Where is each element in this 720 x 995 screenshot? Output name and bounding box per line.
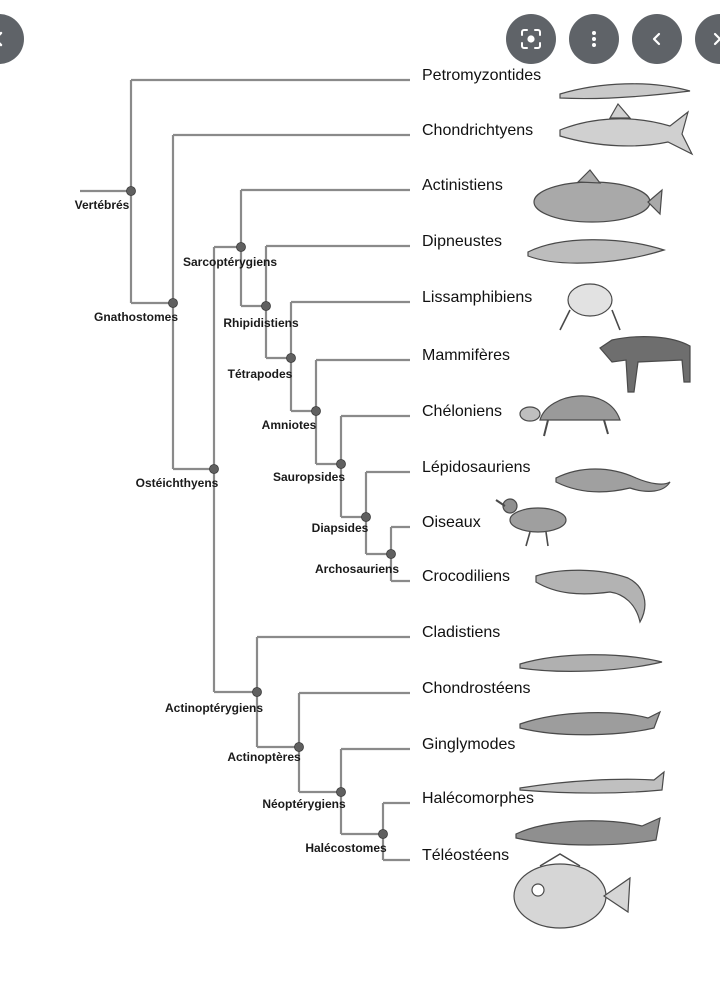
taxon-label: Chéloniens xyxy=(422,403,503,420)
clade-label: Halécostomes xyxy=(305,841,387,855)
clade-node xyxy=(286,353,296,363)
clade-label: Actinoptères xyxy=(227,750,301,764)
tuatara-illustration xyxy=(555,468,671,493)
clade-label: Vertébrés xyxy=(74,198,130,212)
lens-scan-icon xyxy=(521,29,541,49)
clade-node xyxy=(378,829,388,839)
taxon-label: Lépidosauriens xyxy=(422,459,531,476)
clade-node xyxy=(294,742,304,752)
wildebeest-illustration xyxy=(599,336,691,393)
coelacanth-illustration xyxy=(533,169,663,223)
clade-label: Archosauriens xyxy=(314,562,400,576)
bowfin-illustration xyxy=(515,816,661,846)
animal-illustrations xyxy=(495,83,694,929)
clade-label: Amniotes xyxy=(261,418,317,432)
clade-label: Sauropsides xyxy=(272,470,346,484)
clade-label: Sarcoptérygiens xyxy=(182,255,278,269)
clade-node xyxy=(336,787,346,797)
lens-button[interactable] xyxy=(506,14,556,64)
frog-illustration xyxy=(559,283,621,331)
clade-label: Néoptérygiens xyxy=(262,797,346,811)
taxon-label: Actinistiens xyxy=(422,177,503,194)
taxon-label: Ginglymodes xyxy=(422,736,516,753)
tree-nodes xyxy=(126,186,396,839)
taxon-label: Mammifères xyxy=(422,347,511,364)
taxon-label: Crocodiliens xyxy=(422,568,511,585)
clade-label: Rhipidistiens xyxy=(223,316,299,330)
clade-node xyxy=(386,549,396,559)
clade-node xyxy=(336,459,346,469)
gar-illustration xyxy=(519,770,665,794)
taxon-label: Téléostéens xyxy=(422,847,510,864)
taxon-label: Halécomorphes xyxy=(422,790,535,807)
clade-node xyxy=(311,406,321,416)
more-button[interactable] xyxy=(569,14,619,64)
sturgeon-illustration xyxy=(519,710,662,736)
taxon-label: Lissamphibiens xyxy=(422,289,533,306)
shark-illustration xyxy=(559,102,694,156)
taxon-label: Chondrostéens xyxy=(422,680,531,697)
taxon-label: Petromyzontides xyxy=(422,67,542,84)
clade-node xyxy=(126,186,136,196)
clade-node xyxy=(252,687,262,697)
tree-branches xyxy=(80,78,410,862)
tortoise-illustration xyxy=(519,395,621,437)
clade-label: Diapsides xyxy=(311,521,369,535)
chevron-left-icon xyxy=(0,31,3,47)
bichir-illustration xyxy=(519,654,663,672)
duck-illustration xyxy=(495,498,567,547)
clade-node xyxy=(236,242,246,252)
taxon-label: Cladistiens xyxy=(422,624,501,641)
clade-node xyxy=(209,464,219,474)
clade-label: Ostéichthyens xyxy=(135,476,219,490)
clade-label: Tétrapodes xyxy=(227,367,293,381)
taxon-label: Oiseaux xyxy=(422,514,481,531)
clade-node xyxy=(261,301,271,311)
crocodile-illustration xyxy=(535,569,646,624)
chevron-left-icon xyxy=(652,32,661,46)
clade-node xyxy=(361,512,371,522)
clade-label: Actinoptérygiens xyxy=(164,701,264,715)
taxon-label: Dipneustes xyxy=(422,233,503,250)
more-vertical-icon xyxy=(592,31,596,47)
lamprey-illustration xyxy=(559,83,691,100)
close-icon xyxy=(713,32,720,46)
john-dory-illustration xyxy=(513,853,631,929)
clade-label: Gnathostomes xyxy=(93,310,179,324)
taxon-label: Chondrichtyens xyxy=(422,122,534,139)
clade-node xyxy=(168,298,178,308)
previous-button[interactable] xyxy=(632,14,682,64)
lungfish-illustration xyxy=(527,239,666,264)
